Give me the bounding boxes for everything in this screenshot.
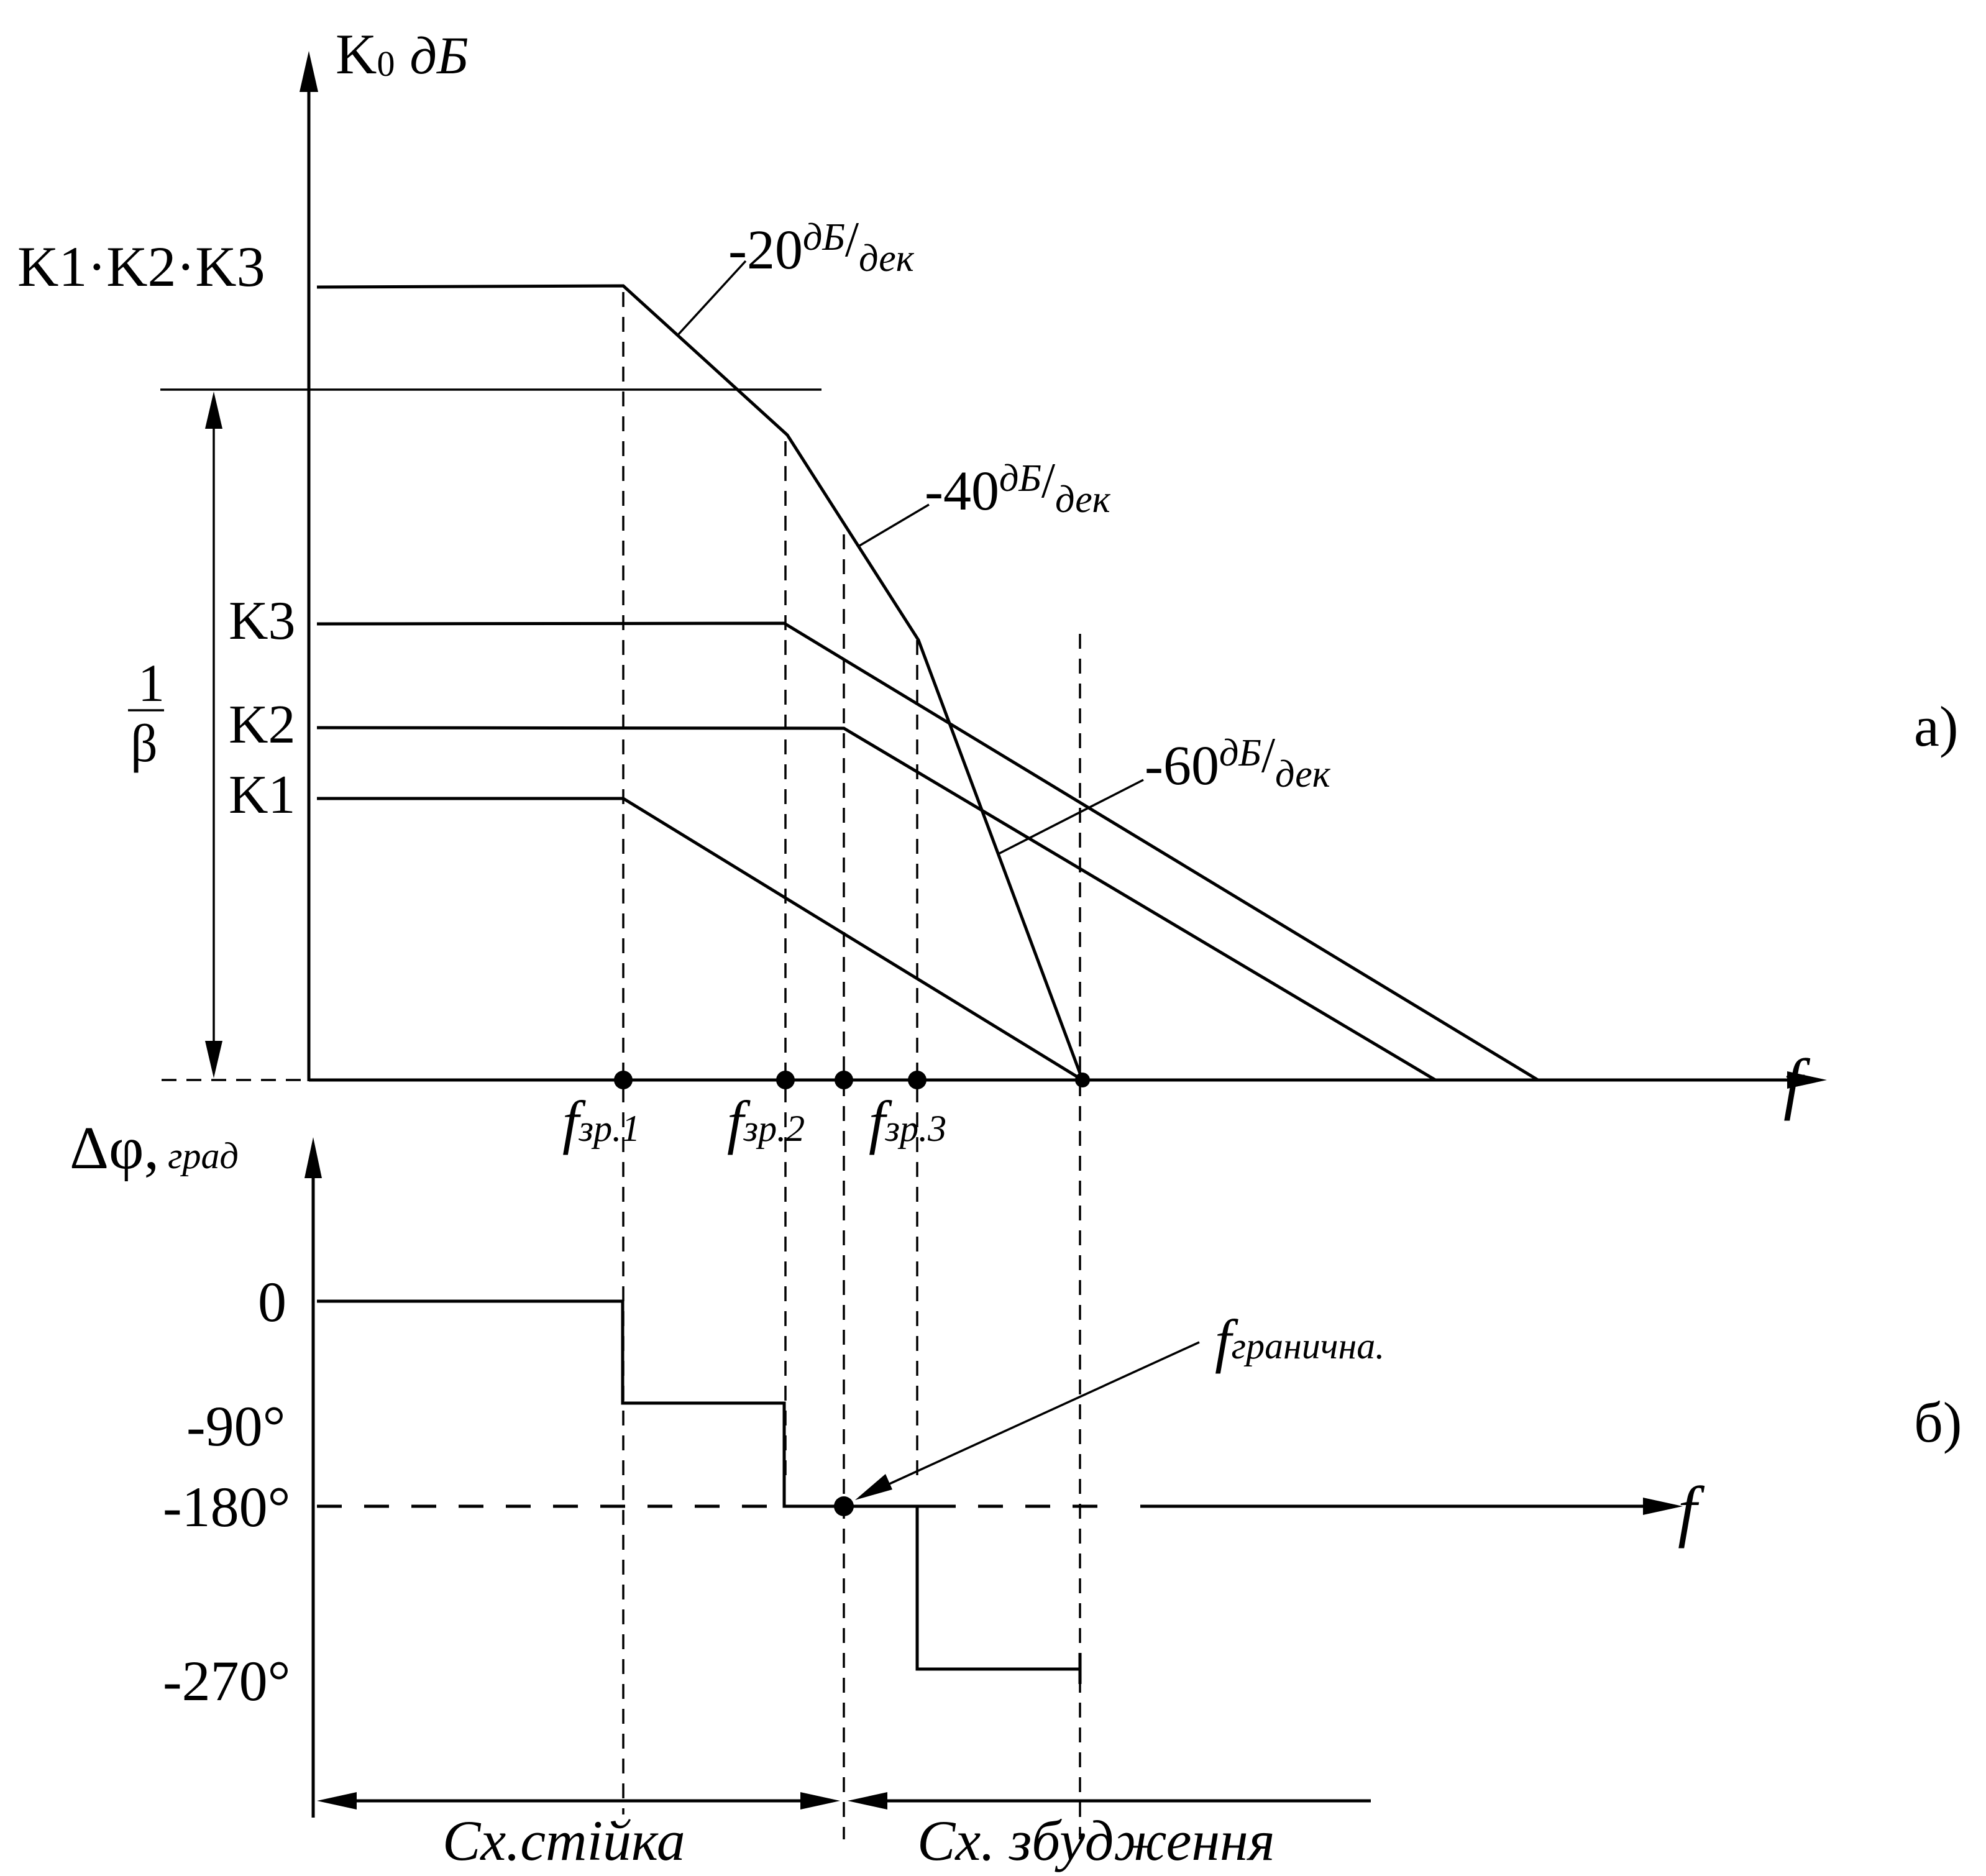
beta-denominator: β	[130, 713, 158, 773]
slope-60-label: -60дБ/дек	[1145, 728, 1331, 797]
point-fb	[835, 1071, 853, 1089]
beta-arrow-bottom	[205, 1041, 222, 1078]
beta-arrow-top	[205, 391, 222, 429]
stable-region-arrow-left	[317, 1792, 357, 1810]
tick-minus90: -90°	[186, 1394, 285, 1458]
slope-20-leader	[676, 260, 747, 337]
phase-curve	[317, 1299, 945, 1508]
slope-40-leader	[857, 503, 930, 548]
point-f1	[614, 1071, 633, 1089]
boundary-leader-arrowhead	[855, 1474, 892, 1500]
tick-minus270: -270°	[163, 1649, 290, 1713]
k2-gain-curve	[316, 726, 1437, 1082]
top-level-label: K1·K2·K3	[17, 235, 265, 298]
phase-axis-label: Δφ,град	[70, 1115, 239, 1182]
excitation-region-arrow-left	[848, 1792, 887, 1810]
f-axis-a-arrowhead	[1787, 1071, 1827, 1089]
boundary-point	[834, 1496, 854, 1516]
point-end	[1075, 1073, 1090, 1087]
panel-b-tag: б)	[1914, 1391, 1962, 1454]
k3-label: K3	[229, 591, 296, 651]
slope-60-leader	[997, 779, 1144, 856]
f-axis-b-arrowhead	[1643, 1498, 1683, 1515]
point-f2	[776, 1071, 795, 1089]
excitation-region-label: Сх. збудження	[917, 1809, 1275, 1872]
tick-0: 0	[258, 1270, 286, 1334]
f3-label: fзр.3	[869, 1089, 946, 1155]
f-axis-b-label: f	[1678, 1473, 1705, 1549]
k3-gain-curve	[316, 621, 1539, 1082]
slope-20-label: -20дБ/дек	[728, 213, 915, 281]
total-gain-curve	[316, 284, 1084, 1081]
k1-gain-curve	[317, 797, 1084, 1082]
tick-minus180: -180°	[163, 1475, 290, 1539]
beta-numerator: 1	[138, 653, 165, 713]
k1-label: K1	[229, 765, 296, 825]
k2-label: K2	[229, 695, 296, 755]
boundary-frequency-label: fгранична.	[1215, 1307, 1384, 1374]
panel-a-tag: а)	[1914, 695, 1958, 758]
phase-axis-arrowhead	[304, 1137, 322, 1178]
stable-region-arrow-right	[800, 1792, 840, 1810]
point-f3	[908, 1071, 927, 1089]
k0-axis-arrowhead	[300, 51, 318, 92]
stable-region-label: Сх.стійка	[442, 1809, 685, 1872]
slope-40-label: -40дБ/дек	[925, 454, 1111, 522]
f1-label: fзр.1	[562, 1089, 640, 1155]
f2-label: fзр.2	[727, 1089, 805, 1155]
boundary-leader	[872, 1341, 1200, 1493]
phase-curve-tail	[915, 1506, 1080, 1671]
